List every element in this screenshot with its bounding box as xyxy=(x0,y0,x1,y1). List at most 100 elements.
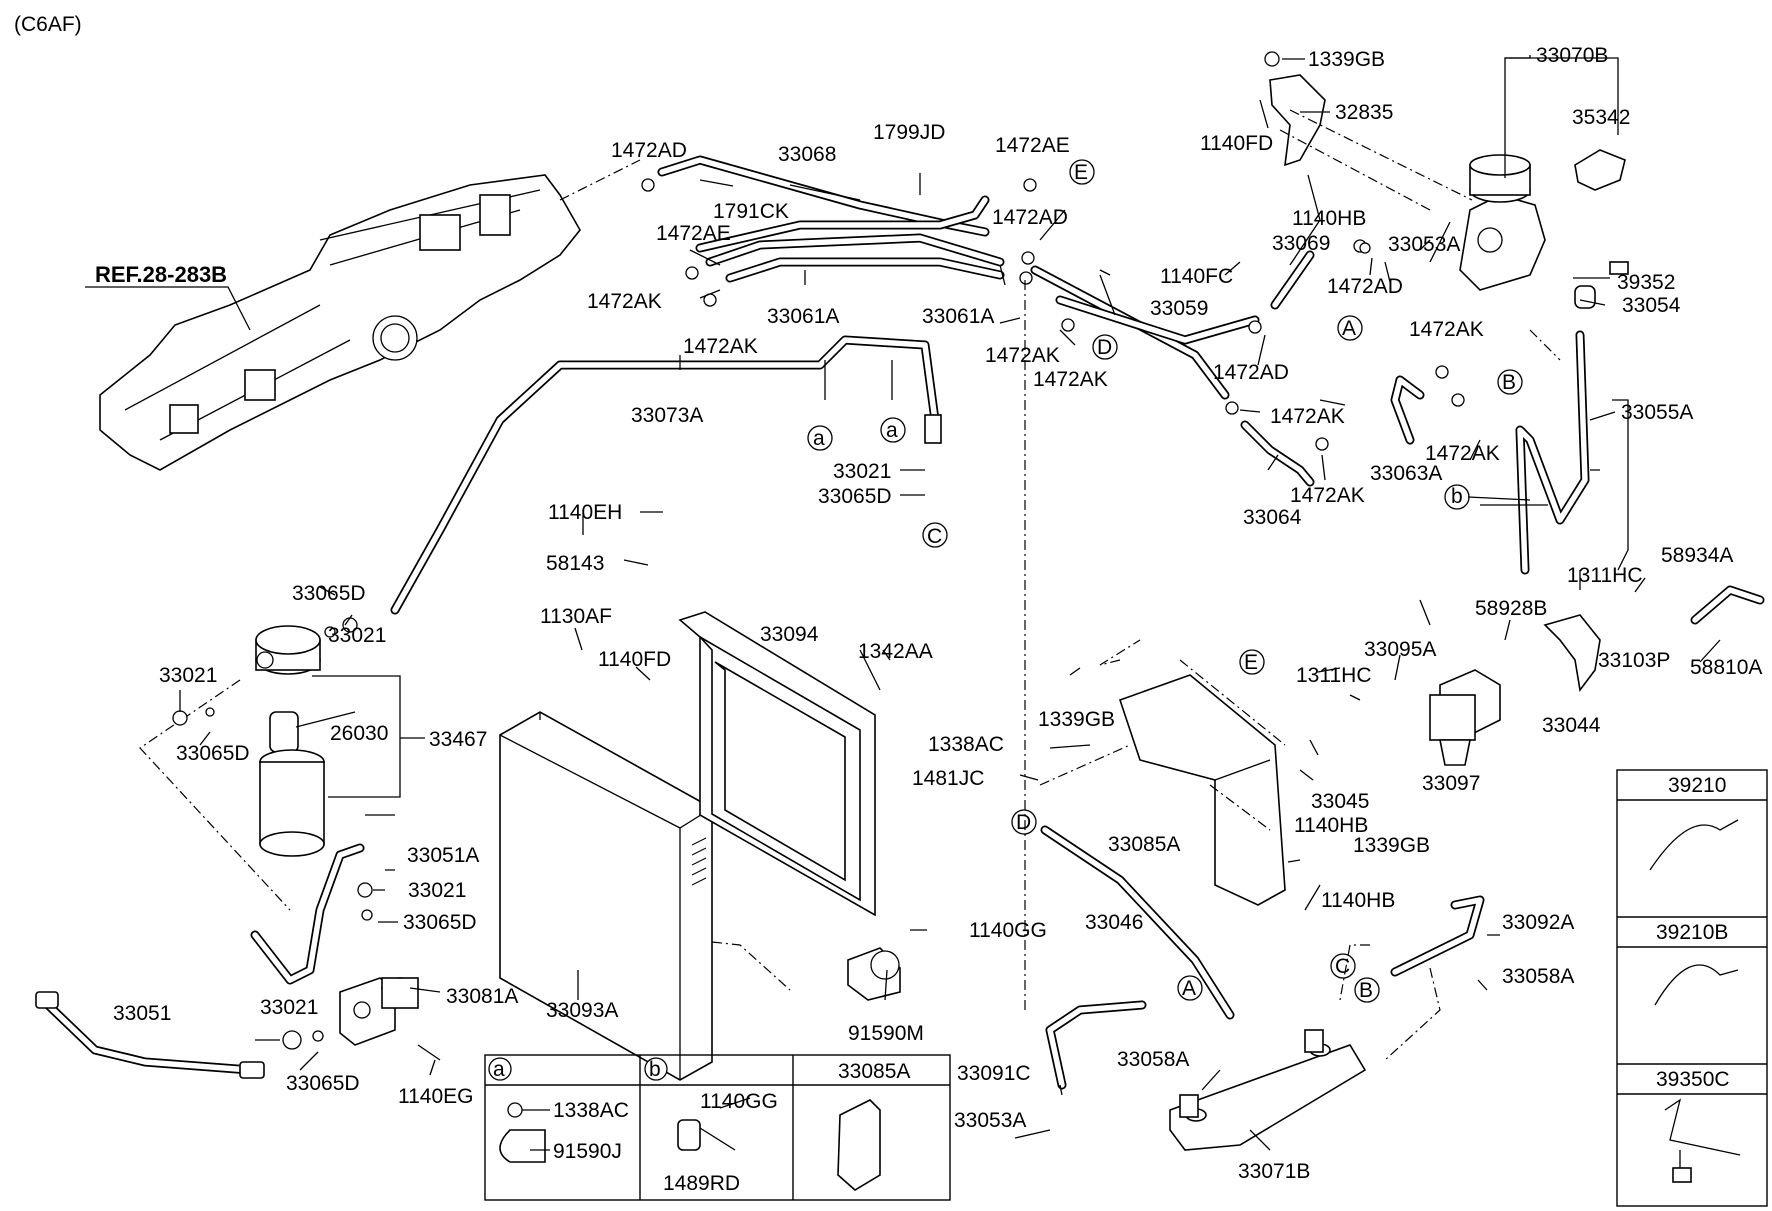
part-label: 1311HC xyxy=(1296,664,1372,687)
part-label: 1472AK xyxy=(1033,368,1108,391)
hose-58810A xyxy=(1690,585,1765,625)
fuel-hose-33051A xyxy=(250,843,365,985)
diagram-code: (C6AF) xyxy=(14,13,82,36)
part-label: 1472AD xyxy=(611,139,687,162)
part-label: 33021 xyxy=(328,624,386,647)
part-label: 33064 xyxy=(1243,506,1302,529)
part-label: 1140EH xyxy=(548,501,622,524)
part-label: 33021 xyxy=(833,460,891,483)
callout-letter: A xyxy=(1342,317,1356,340)
part-label: 58928B xyxy=(1475,597,1547,620)
part-label: 32835 xyxy=(1335,101,1393,124)
part-label: 1472AK xyxy=(1425,442,1500,465)
part-label: 1140FD xyxy=(1200,132,1273,155)
part-label: 33093A xyxy=(546,999,618,1022)
fuel-pipe-33068 xyxy=(657,155,990,237)
pump-33097 xyxy=(1429,669,1501,766)
part-label: 33073A xyxy=(631,404,703,427)
fuel-pipe-33061A xyxy=(695,195,1005,283)
part-label: 1472AK xyxy=(1270,405,1345,428)
fuel-pipe-33059 xyxy=(1030,265,1260,400)
fuel-filter-33467 xyxy=(139,617,425,911)
part-label: 1140GG xyxy=(969,919,1047,942)
part-label: 33054 xyxy=(1622,294,1681,317)
fuel-hose-33064 xyxy=(1240,420,1315,487)
callout-letter: a xyxy=(813,427,825,450)
part-label: 33045 xyxy=(1311,790,1369,813)
part-label: 33058A xyxy=(1502,965,1574,988)
part-label: 33065D xyxy=(176,742,250,765)
part-label: 1472AE xyxy=(656,222,731,245)
fuel-hose-33063A xyxy=(1390,375,1425,445)
sensor-label: 39210 xyxy=(1668,774,1726,797)
part-label: 1140FC xyxy=(1160,265,1233,288)
part-label: 33059 xyxy=(1150,297,1208,320)
part-label: 33055A xyxy=(1621,401,1693,424)
part-label: 1472AK xyxy=(1409,318,1484,341)
part-label: 33092A xyxy=(1502,911,1574,934)
bracket-33085A xyxy=(1039,659,1286,906)
part-label: 33085A xyxy=(1108,833,1180,856)
valve-block-33081A xyxy=(282,882,441,1061)
part-label: 33094 xyxy=(760,623,819,646)
ecu-cover-33094 xyxy=(678,611,876,917)
part-label: 1472AE xyxy=(995,134,1070,157)
part-label: 33051 xyxy=(113,1002,171,1025)
part-label: 58934A xyxy=(1661,544,1733,567)
part-label: 1799JD xyxy=(873,121,945,144)
part-label: 33095A xyxy=(1364,638,1436,661)
legend-b-part: 1140GG xyxy=(700,1090,778,1113)
pressure-regulator-33070B xyxy=(1459,55,1629,309)
part-label: 33081A xyxy=(446,985,518,1008)
fuel-pipe-33055A xyxy=(1515,330,1590,575)
fuel-rail-33071B xyxy=(1169,1029,1367,1151)
part-label: 33467 xyxy=(429,728,487,751)
part-label: 1130AF xyxy=(540,605,612,628)
legend-a-part: 1338AC xyxy=(553,1099,629,1122)
part-label: 33069 xyxy=(1272,232,1330,255)
part-label: 33070B xyxy=(1536,44,1608,67)
part-label: 33065D xyxy=(403,911,477,934)
legend-table: a b 33085A 1338AC 91590J 1140GG 1489RD xyxy=(484,1054,951,1201)
part-label: 58143 xyxy=(546,552,604,575)
part-label: 33021 xyxy=(260,996,318,1019)
part-label: 33065D xyxy=(818,485,892,508)
reference-label: REF.28-283B xyxy=(95,262,227,287)
legend-b-part: 1489RD xyxy=(663,1172,740,1195)
part-label: 33068 xyxy=(778,143,836,166)
callouts: a a C E D A B b E D C B A xyxy=(807,159,1523,1003)
part-label: 1472AD xyxy=(1327,275,1403,298)
callout-letter: a xyxy=(886,419,898,442)
part-label: 1140HB xyxy=(1321,889,1395,912)
part-label: 1472AK xyxy=(985,344,1060,367)
part-label: 33051A xyxy=(407,844,479,867)
part-label: 1472AK xyxy=(587,290,662,313)
callout-letter: A xyxy=(1182,977,1196,1000)
part-label: 1311HC xyxy=(1567,564,1643,587)
callout-letter: E xyxy=(1244,651,1258,674)
part-label: 33061A xyxy=(922,305,994,328)
part-label: 33097 xyxy=(1422,772,1480,795)
ecu-vent-slots xyxy=(691,837,707,886)
part-label: 33053A xyxy=(1388,233,1460,256)
part-label: 1472AK xyxy=(1290,484,1365,507)
part-label: 1791CK xyxy=(713,200,789,223)
part-label: 1481JC xyxy=(912,767,984,790)
callout-letter: B xyxy=(1502,371,1516,394)
part-label: 39352 xyxy=(1617,271,1675,294)
legend-header-b: b xyxy=(649,1058,661,1081)
callout-letter: C xyxy=(927,525,942,548)
part-label: 1342AA xyxy=(858,640,933,663)
part-label: 33021 xyxy=(408,879,466,902)
part-label: 35342 xyxy=(1572,106,1630,129)
sensor-label: 39210B xyxy=(1656,921,1728,944)
fuel-return-33046 xyxy=(1040,825,1235,1020)
fuel-hose-33051 xyxy=(35,991,265,1079)
ref-leader xyxy=(85,286,251,331)
part-label: 1140HB xyxy=(1292,207,1366,230)
part-label: 1472AK xyxy=(683,335,758,358)
part-label: 58810A xyxy=(1690,656,1762,679)
callout-letter: B xyxy=(1359,979,1373,1002)
legend-header-a: a xyxy=(493,1058,505,1081)
